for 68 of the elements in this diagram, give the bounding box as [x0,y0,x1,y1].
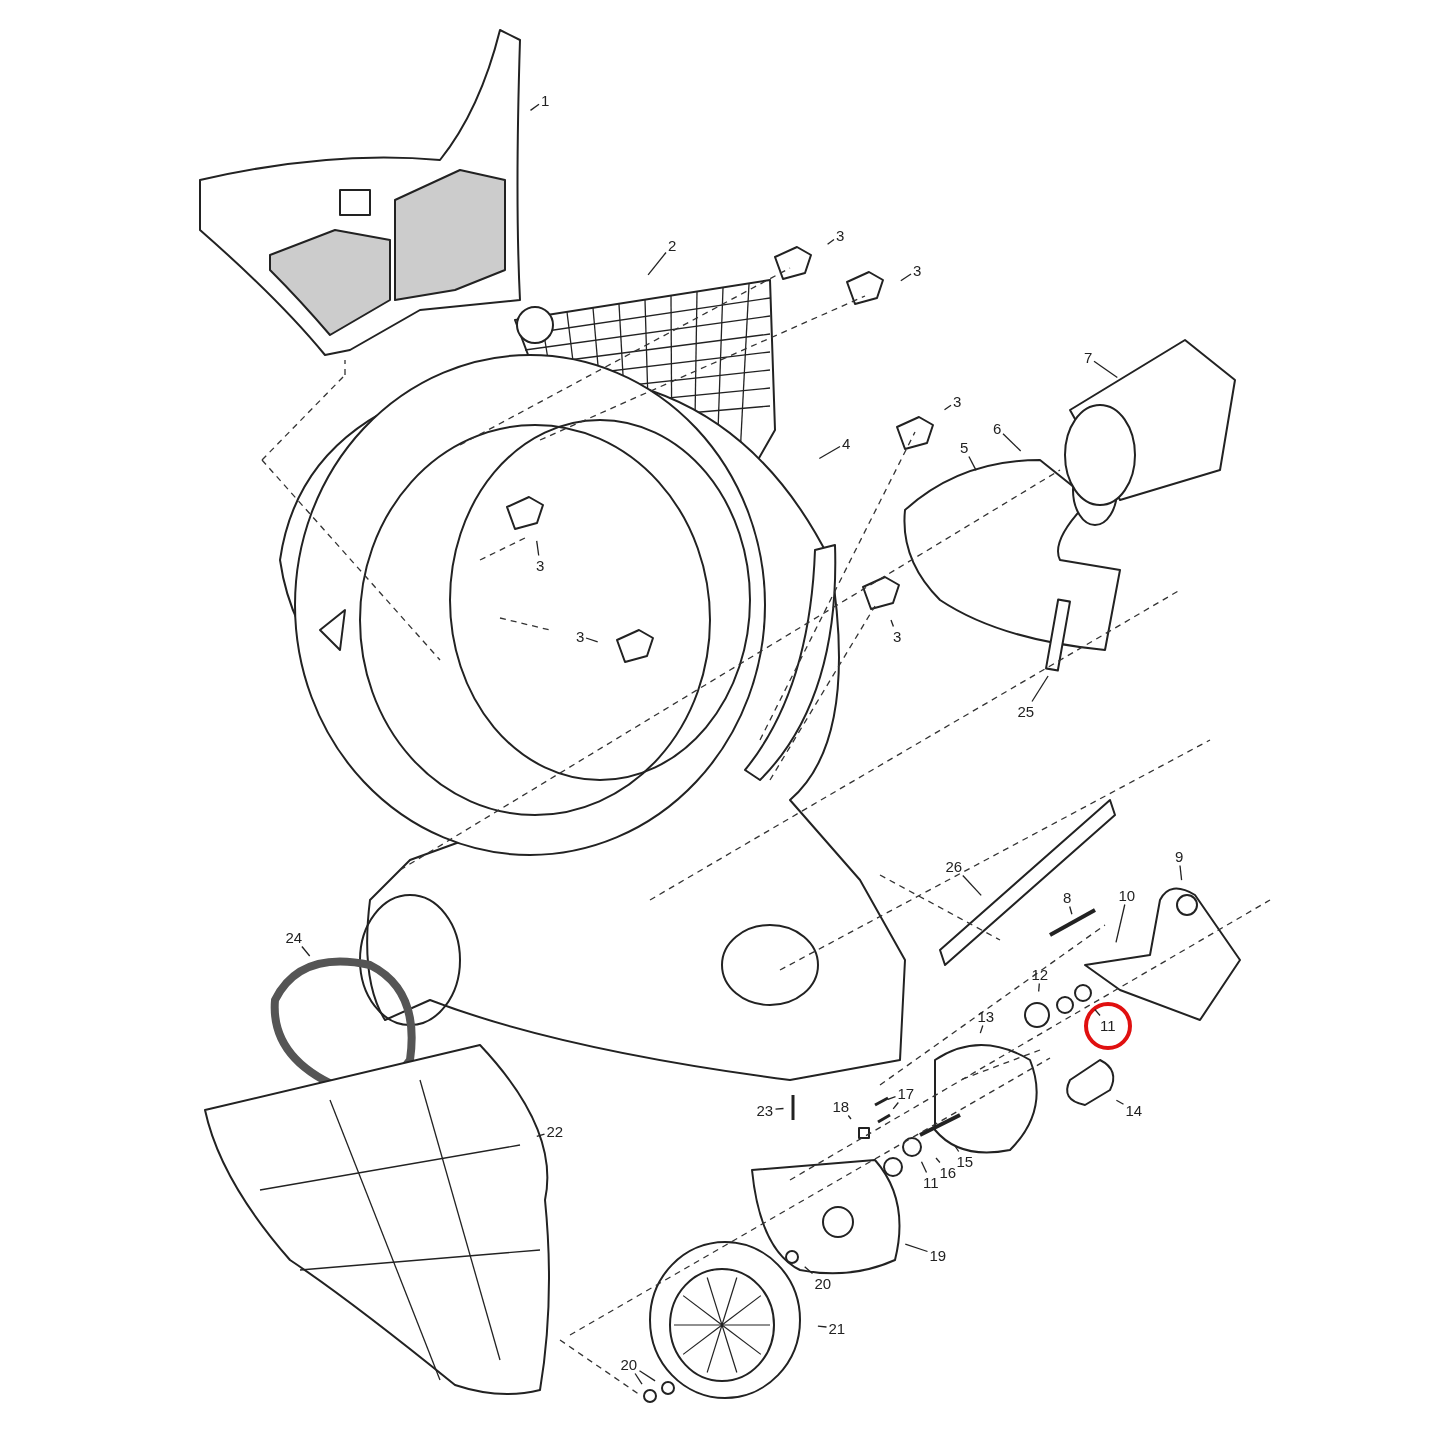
leader-line [804,1266,814,1275]
leader-line [920,1161,928,1174]
leader-line [1069,905,1073,915]
callout-number: 14 [1124,1101,1144,1119]
callout-number: 15 [955,1152,975,1170]
callout-number: 11 [922,1173,940,1191]
callout-number: 3 [892,627,903,645]
callout-number: 24 [284,928,304,946]
leader-line [1038,982,1040,993]
leader-line [979,1024,984,1034]
leader-line [1179,864,1183,881]
leader-line [1002,433,1022,452]
leader-line [826,238,835,245]
leader-line [968,455,977,472]
callout-number: 20 [813,1274,833,1292]
leader-line [529,103,540,112]
callout-number: 3 [952,392,963,410]
leader-line [887,1095,897,1100]
callout-number: 21 [827,1319,847,1337]
callout-number: 23 [755,1101,775,1119]
callout-number: 11 [1099,1016,1117,1034]
callout-number: 25 [1016,702,1036,720]
leader-line [1094,1008,1101,1017]
leader-line [1115,1099,1125,1105]
leader-line [1031,675,1049,703]
callout-number: 13 [976,1007,996,1025]
leader-line [774,1107,785,1110]
callout-number: 17 [896,1084,916,1102]
callout-number: 2 [667,236,678,254]
callout-number: 19 [928,1246,948,1264]
callout-number: 7 [1083,348,1094,366]
callout-number: 8 [1062,888,1073,906]
leader-line [638,1370,656,1382]
callout-number: 3 [912,261,923,279]
callout-number: 9 [1174,847,1185,865]
leader-line [647,251,667,276]
leader-line [536,1133,546,1138]
callout-number: 26 [944,857,964,875]
callout-number: 20 [619,1355,639,1373]
leader-line [962,874,982,897]
leader-line [818,445,841,460]
leader-line [1093,360,1118,379]
callout-number: 1 [540,91,551,109]
leader-line [634,1372,643,1385]
leader-line [954,1145,960,1153]
leader-line [904,1243,929,1253]
leader-line [1115,903,1126,943]
callout-number: 3 [575,627,586,645]
callout-number: 22 [545,1122,565,1140]
leader-line [847,1114,852,1120]
leader-line [900,273,912,282]
leader-line [536,540,540,557]
callout-number: 12 [1030,965,1050,983]
callout-number: 4 [841,434,852,452]
leader-line [890,619,895,628]
leader-line [943,404,952,411]
leader-line [935,1157,941,1164]
leader-line [301,945,311,957]
leader-line [585,637,599,643]
callout-number: 6 [992,419,1003,437]
callout-number: 5 [959,438,970,456]
leader-line [892,1101,899,1110]
callout-number: 3 [535,556,546,574]
callout-number: 10 [1117,886,1137,904]
callout-number: 16 [938,1163,958,1181]
callout-number: 3 [835,226,846,244]
leader-line [817,1325,828,1328]
callout-number: 18 [831,1097,851,1115]
